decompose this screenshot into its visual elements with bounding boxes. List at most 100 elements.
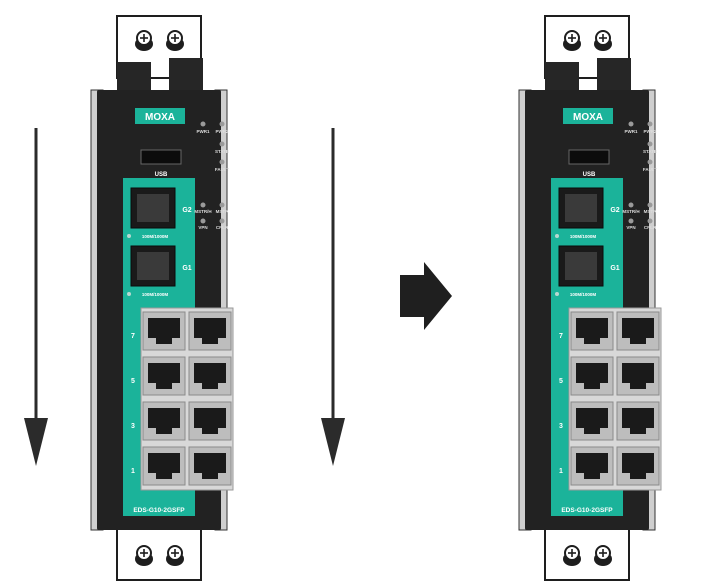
port-number-label: 4 (665, 423, 669, 430)
ethernet-port-icon (570, 311, 614, 351)
led-icon (200, 202, 206, 208)
speed-label: 10M (663, 487, 672, 492)
port-number-label: 4 (237, 423, 241, 430)
ethernet-port-icon (616, 401, 660, 441)
speed-label: 100M (661, 457, 673, 462)
sfp-label: G1 (610, 265, 619, 272)
led-label: MSTR (216, 209, 229, 214)
ethernet-port-icon (616, 356, 660, 396)
led-icon (628, 121, 634, 127)
screw-icon (594, 30, 612, 51)
led-label: CPLR (644, 225, 657, 230)
arrow-down-icon (24, 128, 48, 466)
port-number-label: 1 (559, 468, 563, 475)
screw-icon (166, 30, 184, 51)
mounting-bracket-top (116, 15, 202, 79)
sfp-speed-label: 100M/1000M (142, 292, 169, 297)
din-clip (597, 58, 631, 92)
led-label: VPN (198, 225, 207, 230)
ethernet-port-icon (188, 401, 232, 441)
led-icon (647, 218, 653, 224)
ethernet-port-icon (188, 356, 232, 396)
led-label: PWR1 (624, 129, 637, 134)
led-icon (219, 202, 225, 208)
screw-icon (135, 545, 153, 566)
sfp-cage (137, 252, 169, 280)
screw-icon (563, 545, 581, 566)
ethernet-port-icon (570, 446, 614, 486)
usb-port-icon (140, 149, 182, 165)
ethernet-port-icon (616, 311, 660, 351)
arrow-down-icon (321, 128, 345, 466)
sfp-cage (565, 252, 597, 280)
led-label: PWR1 (196, 129, 209, 134)
led-label: FAULT (215, 167, 229, 172)
speed-label: 10M (235, 487, 244, 492)
usb-port-icon (568, 149, 610, 165)
led-icon (628, 202, 634, 208)
usb-label: USB (583, 172, 596, 178)
led-label: STATE (643, 149, 657, 154)
led-label: VPN (626, 225, 635, 230)
ethernet-port-icon (142, 311, 186, 351)
model-label: EDS-G10-2GSFP (133, 507, 185, 514)
sfp-speed-label: 100M/1000M (570, 292, 597, 297)
brand-logo (135, 108, 185, 124)
din-clip (545, 62, 579, 92)
sfp-speed-label: 100M/1000M (570, 234, 597, 239)
led-label: MSTR/H (194, 209, 211, 214)
port-number-label: 6 (237, 378, 241, 385)
port-number-label: 8 (665, 333, 669, 340)
port-number-label: 8 (237, 333, 241, 340)
led-icon (647, 202, 653, 208)
din-clip (169, 58, 203, 92)
sfp-speed-label: 100M/1000M (142, 234, 169, 239)
speed-label: 100M (233, 457, 245, 462)
ethernet-port-icon (188, 446, 232, 486)
led-icon (200, 121, 206, 127)
led-icon (219, 121, 225, 127)
port-number-label: 2 (665, 468, 669, 475)
port-number-label: 5 (131, 378, 135, 385)
led-label: MSTR/H (622, 209, 639, 214)
ethernet-port-icon (142, 356, 186, 396)
sfp-cage (565, 194, 597, 222)
led-icon (555, 292, 559, 296)
led-label: PWR2 (215, 129, 228, 134)
port-number-label: 1 (131, 468, 135, 475)
ethernet-port-icon (188, 311, 232, 351)
screw-icon (594, 545, 612, 566)
model-label: EDS-G10-2GSFP (561, 507, 613, 514)
screw-icon (166, 545, 184, 566)
ethernet-port-icon (142, 401, 186, 441)
port-number-label: 5 (559, 378, 563, 385)
brand-text: MOXA (145, 112, 175, 123)
led-icon (200, 218, 206, 224)
screw-icon (135, 30, 153, 51)
brand-logo (563, 108, 613, 124)
led-icon (219, 141, 225, 147)
sfp-label: G1 (182, 265, 191, 272)
led-icon (127, 234, 131, 238)
screw-icon (563, 30, 581, 51)
ethernet-port-icon (570, 356, 614, 396)
led-icon (219, 218, 225, 224)
led-label: PWR2 (643, 129, 656, 134)
led-icon (647, 141, 653, 147)
ethernet-port-icon (616, 446, 660, 486)
led-icon (628, 218, 634, 224)
port-number-label: 3 (559, 423, 563, 430)
brand-text: MOXA (573, 112, 603, 123)
sfp-label: G2 (182, 207, 191, 214)
port-number-label: 6 (665, 378, 669, 385)
din-clip (117, 62, 151, 92)
arrow-right-icon (400, 262, 452, 330)
led-label: FAULT (643, 167, 657, 172)
port-number-label: 7 (559, 333, 563, 340)
usb-label: USB (155, 172, 168, 178)
port-number-label: 3 (131, 423, 135, 430)
led-label: STATE (215, 149, 229, 154)
